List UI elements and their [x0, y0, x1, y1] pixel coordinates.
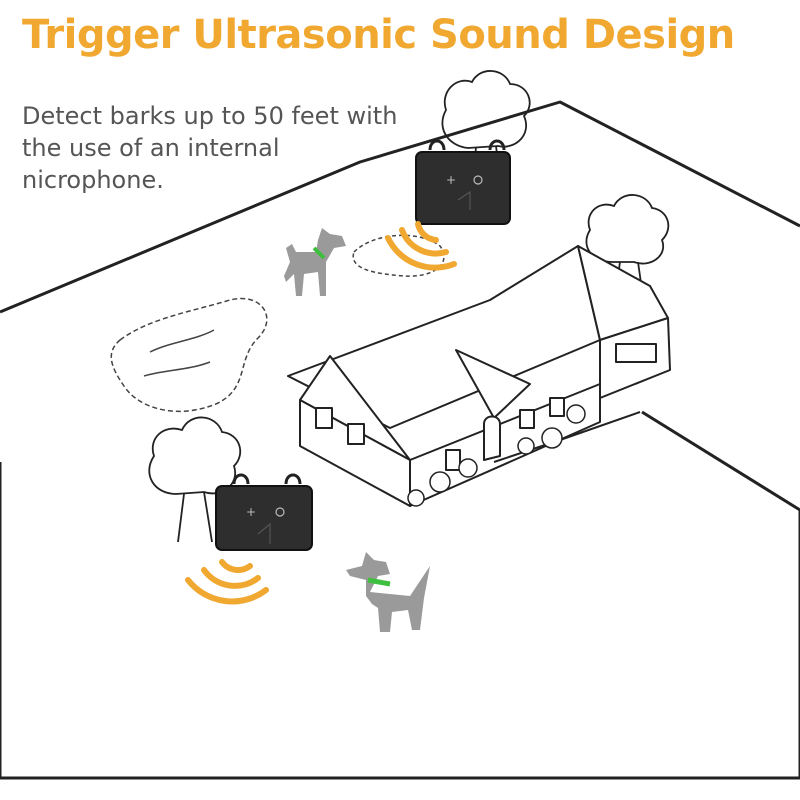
- ultrasonic-device-icon: +: [415, 139, 511, 225]
- shrub-icon: [407, 404, 586, 507]
- pond-icon: [110, 297, 268, 412]
- ultrasonic-device-icon: +: [215, 473, 313, 551]
- dog-icon: [346, 552, 430, 632]
- feature-description: Detect barks up to 50 feet with the use …: [22, 102, 398, 194]
- sound-wave-icon: [385, 221, 457, 271]
- sound-wave-icon: [185, 559, 269, 605]
- page-title: Trigger Ultrasonic Sound Design: [22, 12, 735, 58]
- svg-text:+: +: [246, 505, 256, 519]
- yard-outline: [0, 100, 800, 780]
- tree-icon: [148, 416, 242, 543]
- house-icon: [287, 245, 671, 507]
- svg-text:+: +: [446, 173, 456, 187]
- dog-icon: [284, 228, 346, 296]
